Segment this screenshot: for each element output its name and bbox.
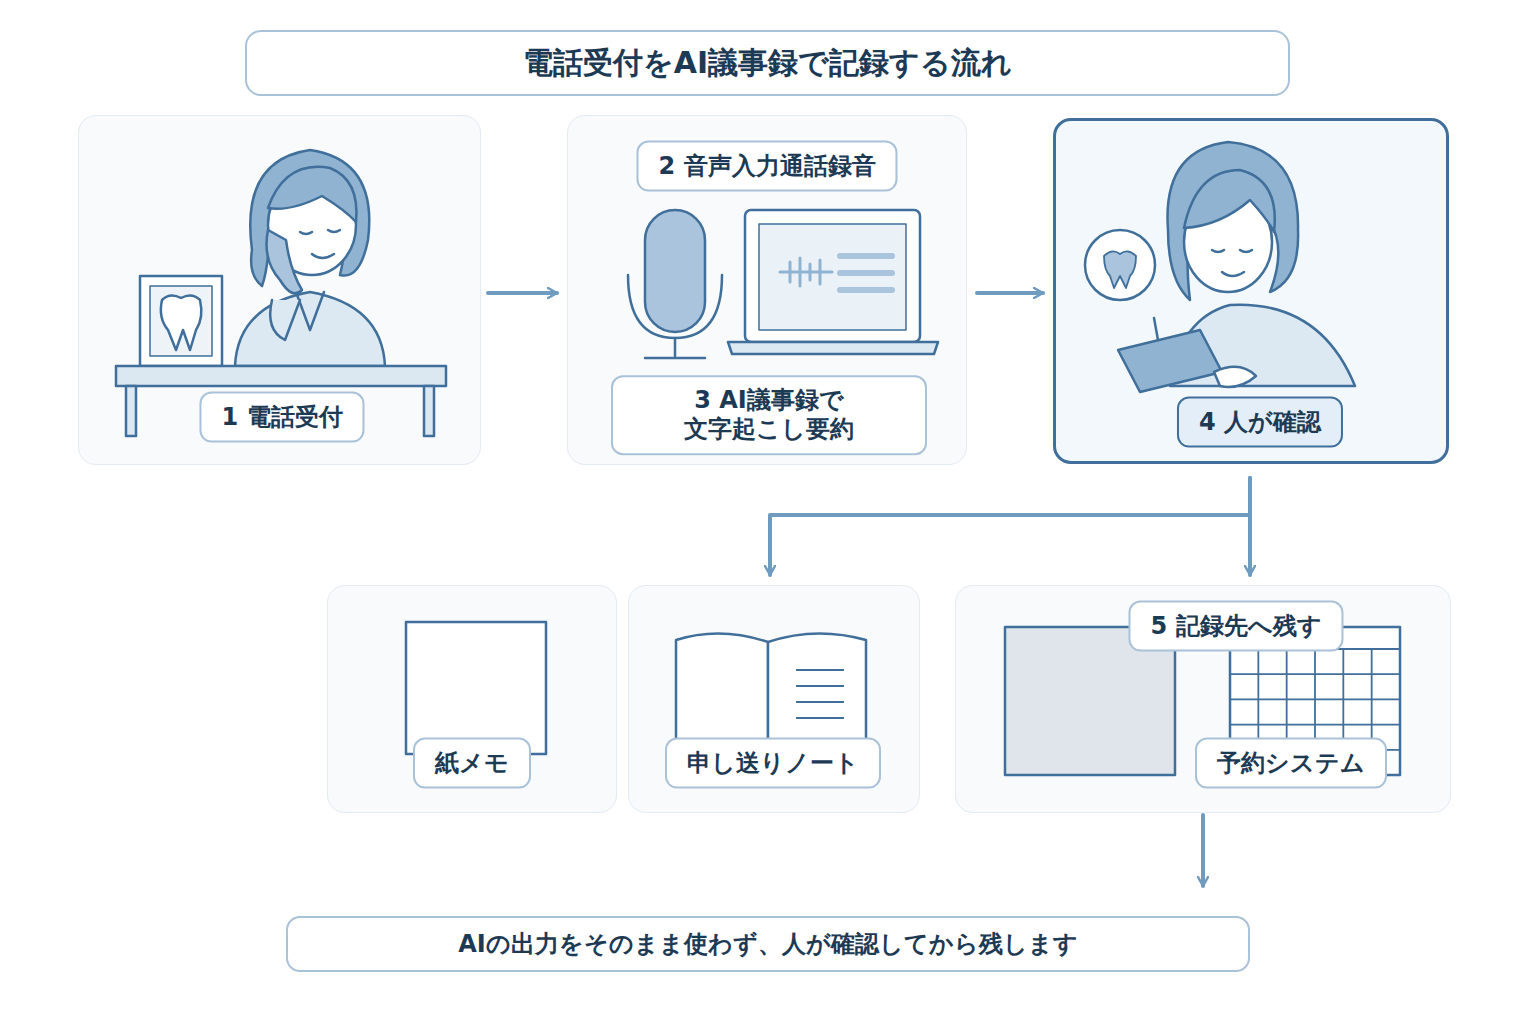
reception-panel: 1 電話受付 bbox=[78, 115, 481, 465]
record-destination-panel: 5 記録先へ残す予約システム bbox=[955, 585, 1451, 813]
grid-line bbox=[1230, 673, 1400, 675]
step-label: 5 記録先へ残す bbox=[1128, 601, 1343, 652]
flow-arrow bbox=[1248, 478, 1252, 575]
note-box: AIの出力をそのまま使わず、人が確認してから残します bbox=[286, 916, 1250, 972]
step-label: 申し送りノート bbox=[665, 738, 881, 789]
flow-arrow bbox=[977, 291, 1043, 295]
step-label: 4 人が確認 bbox=[1177, 397, 1343, 448]
step-label: 予約システム bbox=[1195, 738, 1387, 789]
step-label: 2 音声入力通話録音 bbox=[636, 141, 897, 192]
title-text: 電話受付をAI議事録で記録する流れ bbox=[523, 43, 1012, 84]
note-text: AIの出力をそのまま使わず、人が確認してから残します bbox=[458, 928, 1078, 960]
paper-memo-panel: 紙メモ bbox=[327, 585, 617, 813]
step-label: 紙メモ bbox=[413, 738, 531, 789]
flow-arrow bbox=[770, 478, 1250, 575]
transcription-panel: 2 音声入力通話録音 3 AI議事録で 文字起こし要約 bbox=[567, 115, 967, 465]
grid-line bbox=[1230, 699, 1400, 701]
title-box: 電話受付をAI議事録で記録する流れ bbox=[245, 30, 1290, 96]
panel-grounds bbox=[78, 115, 1451, 813]
handover-note-panel: 申し送りノート bbox=[628, 585, 920, 813]
review-panel: 4 人が確認 bbox=[1053, 118, 1449, 464]
grid-line bbox=[1230, 724, 1400, 726]
step-label: 1 電話受付 bbox=[199, 392, 364, 443]
flow-arrow bbox=[488, 291, 557, 295]
recording-devices bbox=[628, 210, 938, 358]
flow-arrow bbox=[1201, 815, 1205, 886]
step-label: 3 AI議事録で 文字起こし要約 bbox=[611, 375, 927, 455]
checker-figure bbox=[1085, 142, 1355, 392]
